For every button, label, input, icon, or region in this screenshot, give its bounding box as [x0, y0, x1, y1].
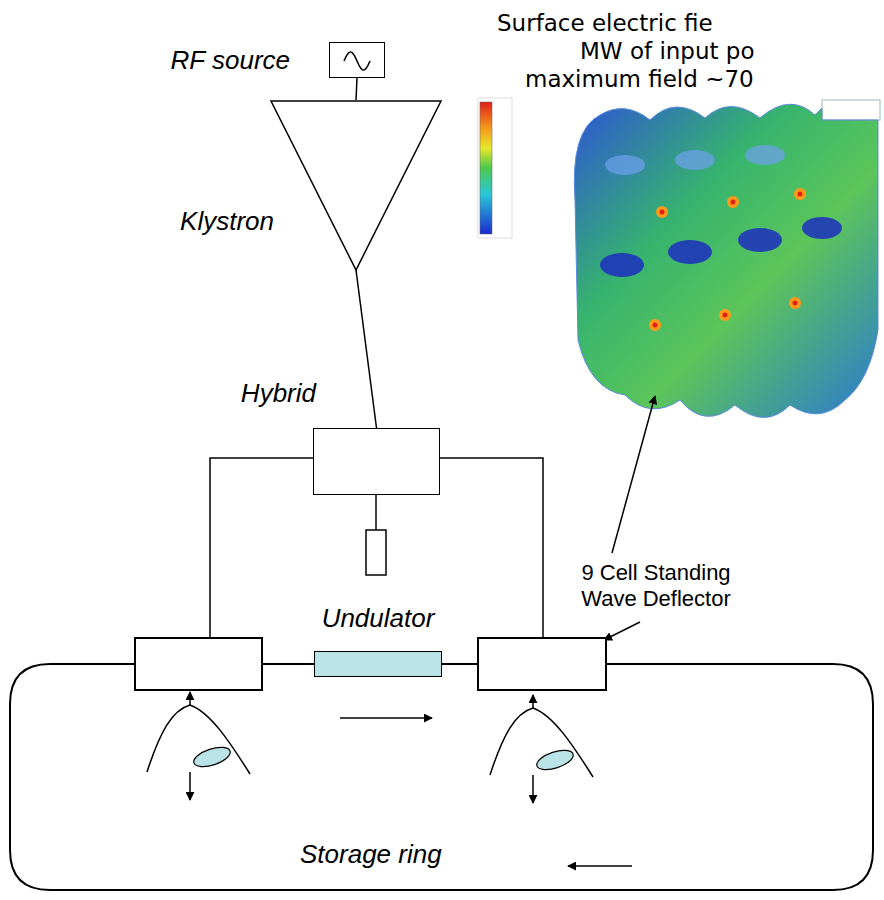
triangle-outline [270, 100, 442, 270]
kick-sketch [147, 692, 250, 800]
storage-ring: Storage ring [10, 664, 873, 890]
connector-line [356, 270, 377, 428]
rf-load [366, 530, 386, 575]
load-wire [375, 495, 377, 530]
rf-wire [210, 458, 313, 638]
ring-outline [10, 664, 873, 890]
deflector-box [478, 638, 606, 690]
node-label: RF source [171, 46, 290, 76]
color-bar-frame [478, 98, 512, 238]
sine-symbol [330, 43, 384, 77]
node-label: Undulator [322, 604, 435, 634]
part-label: 9 Cell Standing Wave Deflector [556, 560, 756, 613]
leader-arrow [604, 622, 640, 640]
node-label: Storage ring [300, 840, 442, 870]
cavity-render [574, 100, 880, 418]
hybrid-box: Hybrid [313, 428, 440, 495]
field-note: Surface electric fie [497, 10, 713, 38]
field-note: MW of input po [580, 38, 755, 66]
beam-arrow [568, 865, 632, 867]
undulator-box: Undulator [314, 651, 442, 677]
beam-arrow [340, 717, 432, 719]
connector-line [356, 78, 357, 100]
klystron-triangle: Klystron [270, 100, 442, 270]
rf-wire [440, 458, 543, 638]
color-bar [480, 102, 492, 234]
node-label: Hybrid [241, 379, 316, 409]
field-note: maximum field ~70 [525, 66, 754, 94]
node-label: Klystron [180, 207, 274, 237]
leader-arrow [612, 396, 655, 553]
source-box: RF source [329, 42, 385, 78]
kick-sketch [490, 695, 593, 803]
deflector-box [135, 638, 262, 690]
